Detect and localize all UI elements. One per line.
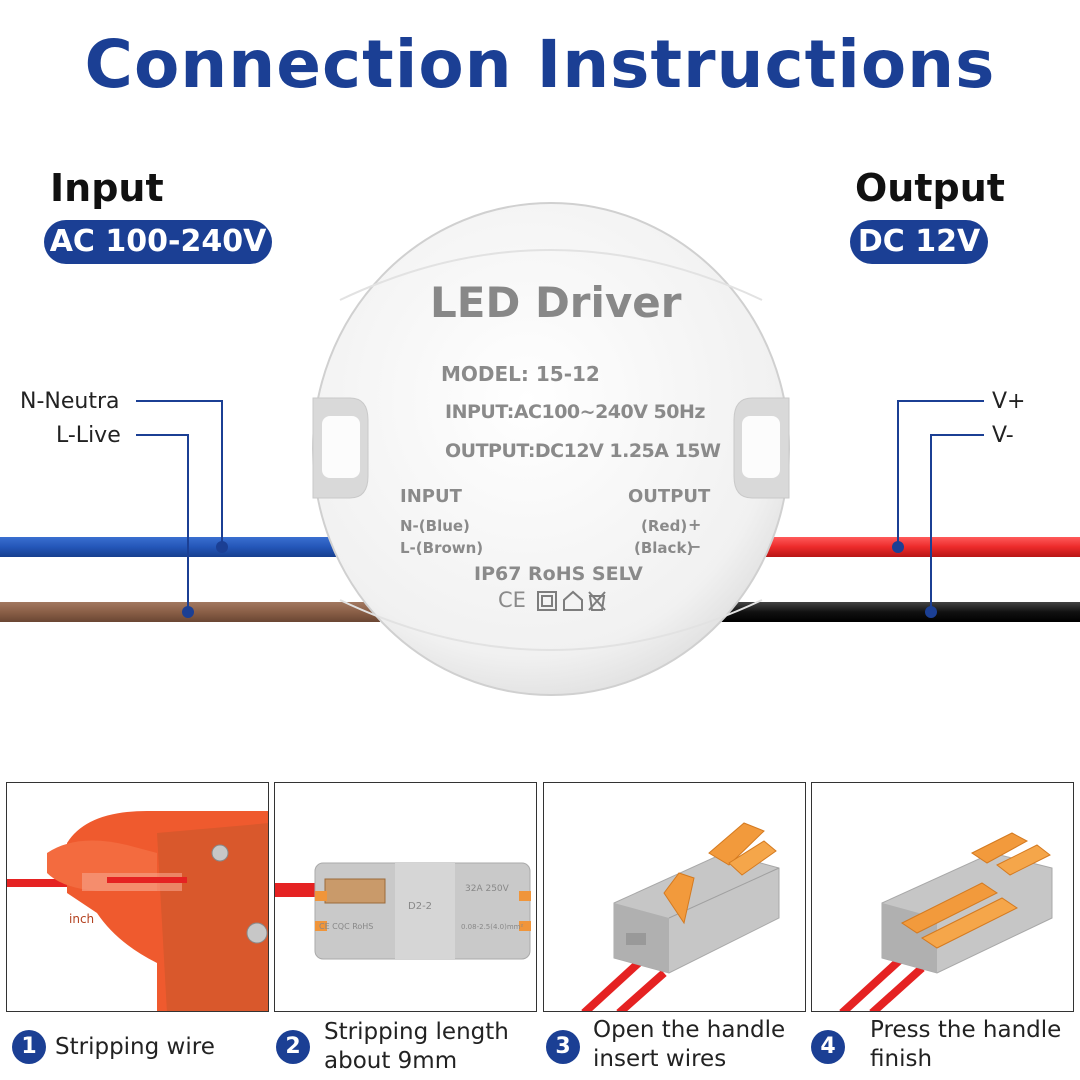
live-leader-line <box>136 434 189 612</box>
weee-bin-icon <box>588 591 606 611</box>
step-4-text-line1: Press the handle <box>870 1017 1062 1043</box>
indoor-use-icon <box>563 590 583 611</box>
driver-certifications: IP67 RoHS SELV <box>474 563 643 585</box>
step-4-number: 4 <box>811 1030 845 1064</box>
driver-input-label: INPUT <box>400 486 462 507</box>
connector-mark-br: 0.08-2.5(4.0)mm² <box>461 923 523 931</box>
step-2-text-line2: about 9mm <box>324 1048 458 1074</box>
connector-mark-tl: D2-2 <box>408 901 432 912</box>
step-4-text-line2: finish <box>870 1046 933 1072</box>
step-3-image <box>543 782 806 1012</box>
step-1-number: 1 <box>12 1030 46 1064</box>
double-insulation-icon <box>537 591 557 611</box>
negative-leader-line <box>930 434 984 612</box>
live-wire-label: L-Live <box>56 423 121 448</box>
minus-icon: − <box>688 537 702 556</box>
step-2-number: 2 <box>276 1030 310 1064</box>
positive-leader-line <box>897 400 984 547</box>
driver-output-spec: OUTPUT:DC12V 1.25A 15W <box>445 440 721 462</box>
negative-connect-dot <box>925 606 937 618</box>
neutral-wire-label: N-Neutra <box>20 389 120 414</box>
ce-mark-icon: CE <box>498 588 526 612</box>
blue-neutral-wire <box>0 537 340 557</box>
driver-input-l: L-(Brown) <box>400 539 484 557</box>
wiring-diagram <box>0 202 1080 696</box>
step-4-image <box>811 782 1074 1012</box>
driver-output-neg: (Black) <box>634 539 694 557</box>
live-connect-dot <box>182 606 194 618</box>
step-3-number: 3 <box>546 1030 580 1064</box>
step-1-image: inch <box>6 782 269 1012</box>
step-3-text-line1: Open the handle <box>593 1017 786 1043</box>
plus-icon: + <box>688 515 702 534</box>
page-title: Connection Instructions <box>84 26 996 103</box>
input-voltage-badge: AC 100-240V <box>44 220 272 264</box>
driver-output-label: OUTPUT <box>628 486 711 507</box>
driver-output-pos: (Red) <box>641 517 688 535</box>
connector-mark-bl: CE CQC RoHS <box>319 922 373 931</box>
connector-mark-tr: 32A 250V <box>465 884 510 894</box>
step-2-image: D2-2 32A 250V CE CQC RoHS 0.08-2.5(4.0)m… <box>274 782 537 1012</box>
output-heading: Output <box>855 166 1005 210</box>
led-driver-body <box>312 202 790 696</box>
driver-input-n: N-(Blue) <box>400 517 470 535</box>
black-negative-wire <box>720 602 1080 622</box>
svg-text:inch: inch <box>69 912 94 926</box>
neutral-connect-dot <box>216 541 228 553</box>
output-voltage-badge: DC 12V <box>850 220 988 264</box>
input-heading: Input <box>50 166 164 210</box>
driver-model: MODEL: 15-12 <box>441 362 600 386</box>
driver-name: LED Driver <box>430 278 682 327</box>
driver-input-spec: INPUT:AC100~240V 50Hz <box>445 401 705 423</box>
positive-connect-dot <box>892 541 904 553</box>
neutral-leader-line <box>136 400 223 547</box>
step-3-text-line2: insert wires <box>593 1046 727 1072</box>
positive-wire-label: V+ <box>992 389 1026 414</box>
step-2-text-line1: Stripping length <box>324 1019 509 1045</box>
negative-wire-label: V- <box>992 423 1014 448</box>
red-positive-wire <box>760 537 1080 557</box>
step-1-text: Stripping wire <box>55 1034 215 1060</box>
